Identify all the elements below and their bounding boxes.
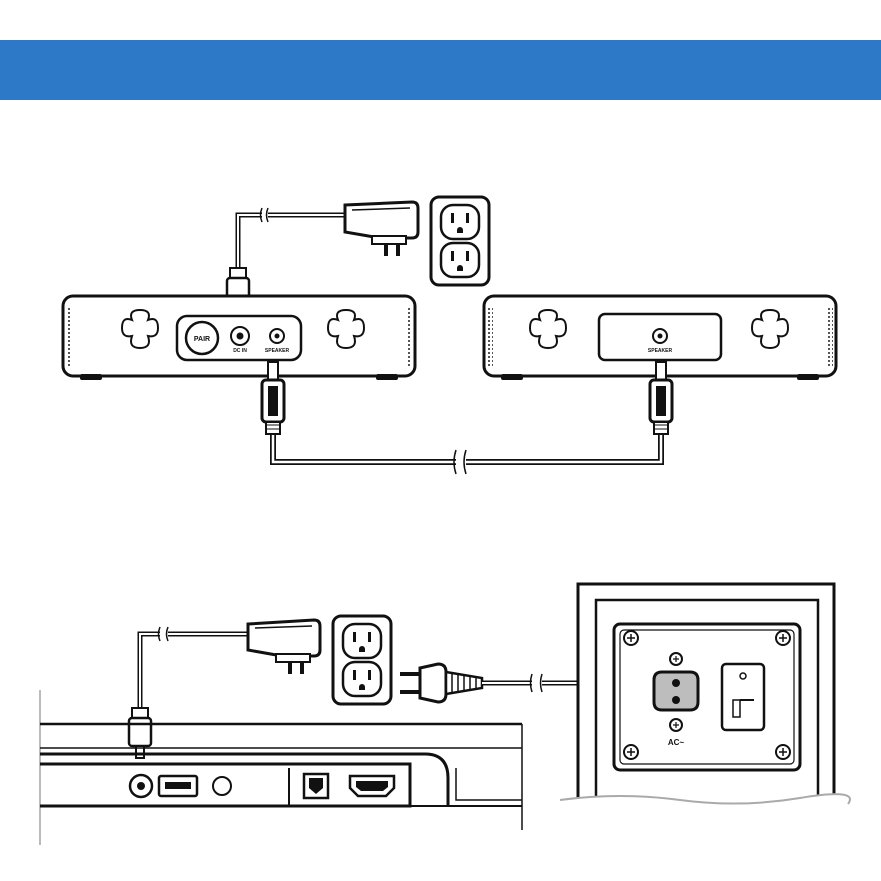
speaker-left: PAIR DC IN SPEAKER bbox=[63, 296, 415, 380]
wall-outlet-icon bbox=[333, 616, 391, 704]
speaker-label-right: SPEAKER bbox=[648, 348, 673, 354]
dc-power-cable-top bbox=[238, 215, 345, 270]
speaker-cable bbox=[273, 432, 661, 474]
indicator-led bbox=[740, 673, 746, 679]
subwoofer: AC~ bbox=[560, 584, 850, 840]
speaker-label-left: SPEAKER bbox=[265, 348, 290, 354]
pair-label: PAIR bbox=[194, 336, 210, 343]
power-adapter-icon bbox=[248, 620, 320, 674]
ac-label: AC~ bbox=[668, 738, 685, 747]
dc-in-label: DC IN bbox=[233, 348, 247, 354]
dc-plug-bottom bbox=[129, 708, 151, 758]
power-adapter-icon bbox=[345, 202, 418, 256]
dc-power-cable-bottom bbox=[140, 627, 248, 712]
ac-inlet[interactable] bbox=[654, 672, 698, 710]
dc-power-cable-top-inner bbox=[238, 215, 345, 270]
soundbar bbox=[40, 690, 522, 845]
aux-port[interactable] bbox=[213, 777, 231, 795]
wall-outlet-icon bbox=[431, 197, 489, 285]
